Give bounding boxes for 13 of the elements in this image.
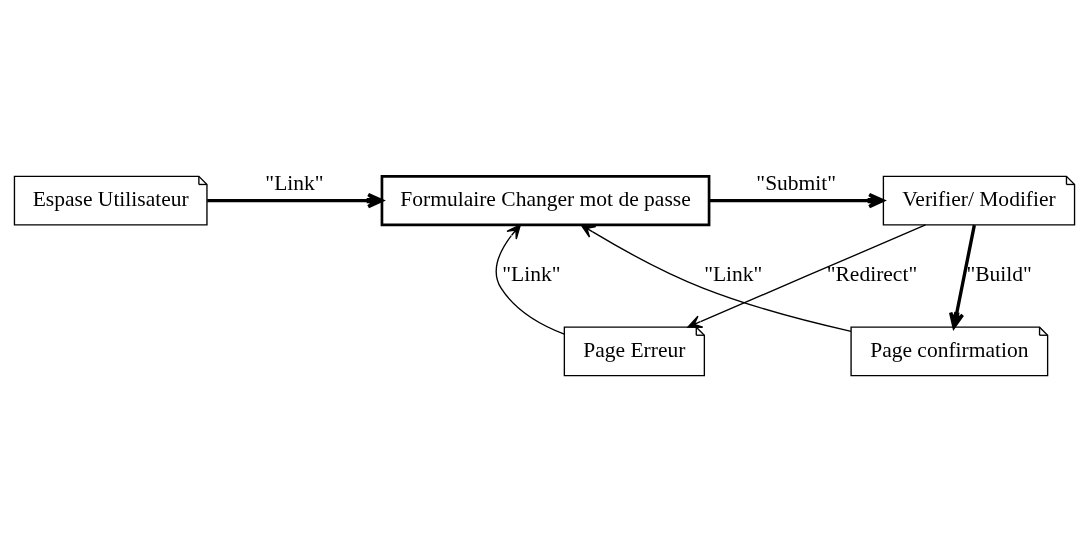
- arrow: [948, 224, 976, 329]
- arrow: [580, 224, 852, 332]
- arrow: [687, 224, 927, 328]
- edge-label: "Link": [704, 262, 763, 287]
- edge-label: "Link": [502, 262, 561, 287]
- arrow: [207, 192, 384, 209]
- edge-label: "Submit": [756, 170, 837, 195]
- arrow: [495, 224, 565, 335]
- edge-label: "Build": [966, 262, 1032, 287]
- node-box: Formulaire Changer mot de passe: [380, 175, 711, 227]
- edge-label: "Link": [265, 170, 324, 195]
- edge-label: "Redirect": [826, 262, 918, 287]
- arrow: [709, 192, 885, 209]
